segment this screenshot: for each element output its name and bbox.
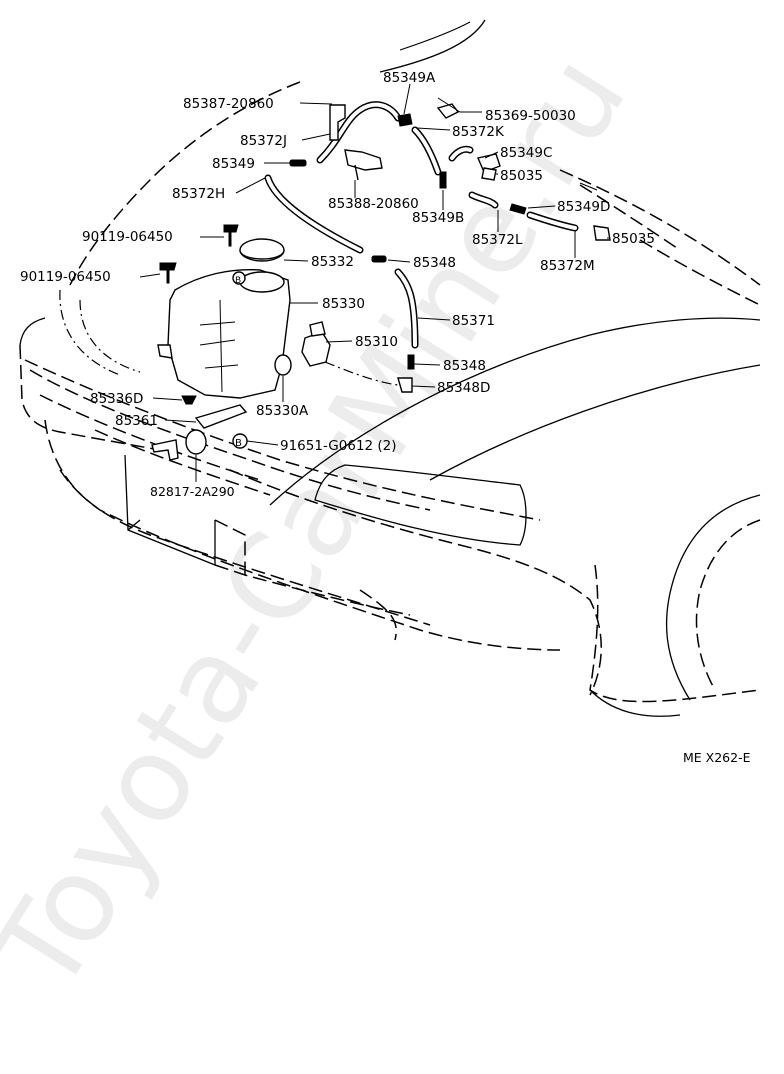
bolt-90119-a	[223, 224, 239, 247]
label-85371: 85371	[452, 313, 495, 329]
label-85035-b: 85035	[612, 231, 655, 247]
label-85387-20860: 85387-20860	[183, 96, 274, 112]
watermark: Toyota-CarMine.ru	[0, 31, 653, 1015]
label-85372h: 85372H	[172, 186, 225, 202]
washer-hoses	[264, 101, 579, 386]
label-90119-06450-b: 90119-06450	[20, 269, 111, 285]
label-85348-a: 85348	[413, 255, 456, 271]
grommet-85330a	[274, 354, 292, 376]
leader-lines	[139, 83, 610, 482]
label-85348d: 85348D	[437, 380, 490, 396]
label-85372m: 85372M	[540, 258, 595, 274]
mark-b-bolt: B	[235, 438, 242, 449]
label-85372j: 85372J	[240, 133, 287, 149]
tank-85330	[167, 268, 291, 399]
label-91651-g0612: 91651-G0612 (2)	[280, 438, 397, 454]
joint-85349	[289, 159, 307, 167]
clip-85336d	[181, 395, 197, 405]
label-85372k: 85372K	[452, 124, 505, 140]
joint-85349a	[397, 113, 413, 127]
label-85336d: 85336D	[90, 391, 143, 407]
label-85348-b: 85348	[443, 358, 486, 374]
pump-85310	[301, 331, 331, 367]
nozzle-85035-b	[593, 225, 611, 241]
bolt-90119-b	[159, 262, 177, 284]
label-85388-20860: 85388-20860	[328, 196, 419, 212]
label-85349c: 85349C	[500, 145, 552, 161]
components	[151, 103, 611, 461]
label-85349b: 85349B	[412, 210, 464, 226]
label-82817-2a290: 82817-2A290	[150, 484, 235, 499]
bracket-85387	[329, 104, 346, 141]
label-85310: 85310	[355, 334, 398, 350]
diagram-code: ME X262-E	[683, 750, 751, 765]
car-body-outline	[19, 19, 761, 717]
label-85369-50030: 85369-50030	[485, 108, 576, 124]
elbow-85348d	[397, 377, 413, 393]
label-85330a: 85330A	[256, 403, 309, 419]
joint-85348-a	[371, 255, 387, 263]
mark-b-tank: B	[235, 276, 241, 286]
label-90119-06450-a: 90119-06450	[82, 229, 173, 245]
joint-85348-b	[407, 354, 415, 370]
joint-85349d	[509, 203, 527, 215]
label-85035-a: 85035	[500, 168, 543, 184]
label-85332: 85332	[311, 254, 354, 270]
bracket-85388	[344, 149, 383, 171]
grommet-82817	[185, 429, 207, 455]
nozzle-85369	[436, 103, 460, 119]
nozzle-85035-a	[481, 167, 497, 181]
label-85372l: 85372L	[472, 232, 523, 248]
label-85349: 85349	[212, 156, 255, 172]
bracket-85361	[194, 404, 248, 429]
joint-85349b	[439, 171, 447, 189]
label-85349a: 85349A	[383, 70, 436, 86]
part-labels: 85349A 85387-20860 85369-50030 85372J 85…	[20, 70, 751, 765]
label-85349d: 85349D	[557, 199, 610, 215]
label-85361: 85361	[115, 413, 158, 429]
label-85330: 85330	[322, 296, 365, 312]
